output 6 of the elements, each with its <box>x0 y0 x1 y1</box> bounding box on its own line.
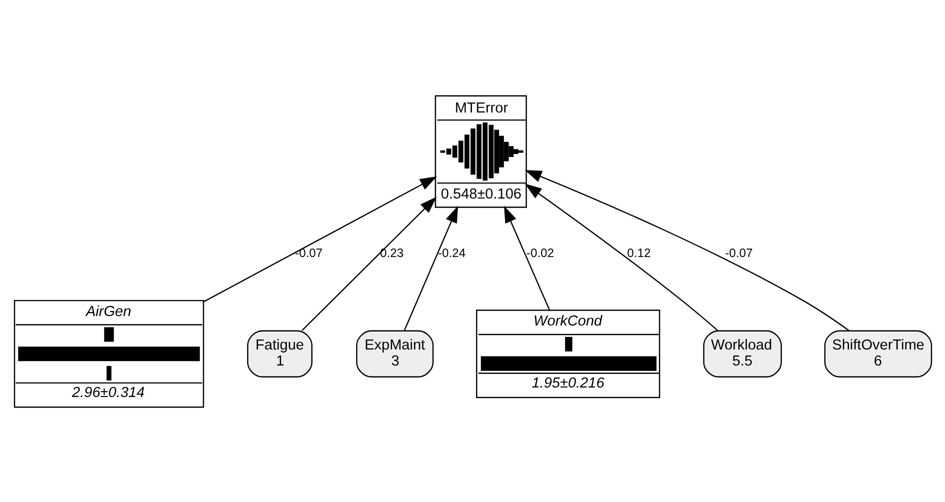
edge-label: 0.12 <box>626 245 650 260</box>
edge-label: -0.07 <box>724 245 752 260</box>
edge-label: 0.23 <box>380 245 404 260</box>
edge-label: -0.02 <box>526 245 554 260</box>
edge-label: -0.24 <box>437 245 466 260</box>
edge-label: -0.07 <box>294 245 322 260</box>
